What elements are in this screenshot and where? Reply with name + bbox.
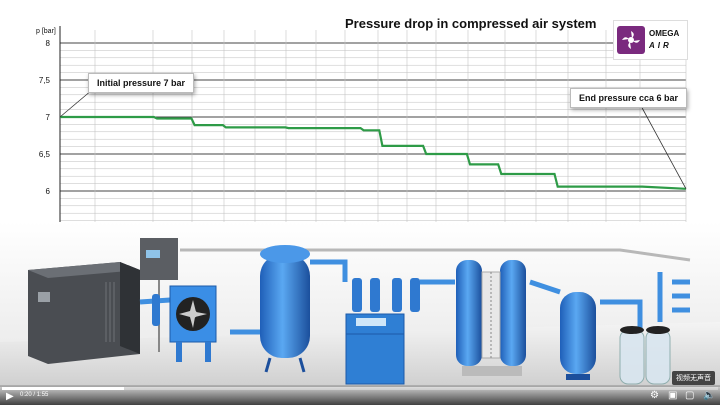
miniplayer-icon[interactable]: ▣	[668, 390, 678, 401]
pressure-line	[60, 115, 687, 190]
fan-dryer	[169, 285, 217, 362]
omega-air-logo: OMEGA AIR	[613, 20, 688, 60]
y-tick-label: 7,5	[39, 76, 51, 85]
y-tick-label: 8	[46, 39, 51, 48]
chart-grid	[59, 26, 687, 240]
pressure-chart: 87,576,565,5 p [bar]	[36, 26, 687, 240]
gear-icon[interactable]: ⚙	[650, 390, 659, 401]
time-display: 0:20 / 1:55	[20, 392, 48, 398]
y-axis-label: p [bar]	[36, 28, 56, 35]
air-receiver	[260, 245, 310, 373]
play-icon[interactable]: ▶	[6, 391, 14, 402]
theater-icon[interactable]: ▢	[685, 390, 695, 401]
progress-bar[interactable]	[2, 387, 718, 390]
progress-fill	[2, 387, 124, 390]
refrigeration-dryer	[345, 313, 405, 385]
volume-icon[interactable]: 🔈	[703, 390, 716, 401]
y-tick-label: 6,5	[39, 150, 51, 159]
carbon-filter	[619, 326, 671, 385]
initial-pressure-leader	[59, 89, 93, 118]
player-controls: ▶ ⚙ ▣ ▢ 🔈	[0, 385, 720, 405]
system-illustration	[0, 222, 720, 387]
logo-sub: AIR	[649, 41, 672, 50]
y-tick-labels: 87,576,565,5	[39, 39, 51, 233]
compressor	[28, 262, 140, 364]
fan-logo-icon	[617, 26, 645, 54]
end-pressure-callout: End pressure cca 6 bar	[570, 88, 688, 108]
y-tick-label: 7	[46, 113, 51, 122]
chart-title: Pressure drop in compressed air system	[345, 16, 597, 31]
adsorption-dryer	[456, 260, 526, 376]
y-tick-label: 6	[46, 187, 51, 196]
time-separator: /	[33, 392, 36, 398]
initial-pressure-callout: Initial pressure 7 bar	[88, 73, 195, 93]
duration: 1:55	[36, 392, 49, 398]
player-tooltip: 视频无声音	[672, 371, 715, 385]
second-receiver	[560, 292, 596, 380]
end-pressure-leader	[639, 103, 687, 189]
current-time: 0:20	[20, 392, 32, 398]
logo-brand: OMEGA	[649, 29, 680, 38]
